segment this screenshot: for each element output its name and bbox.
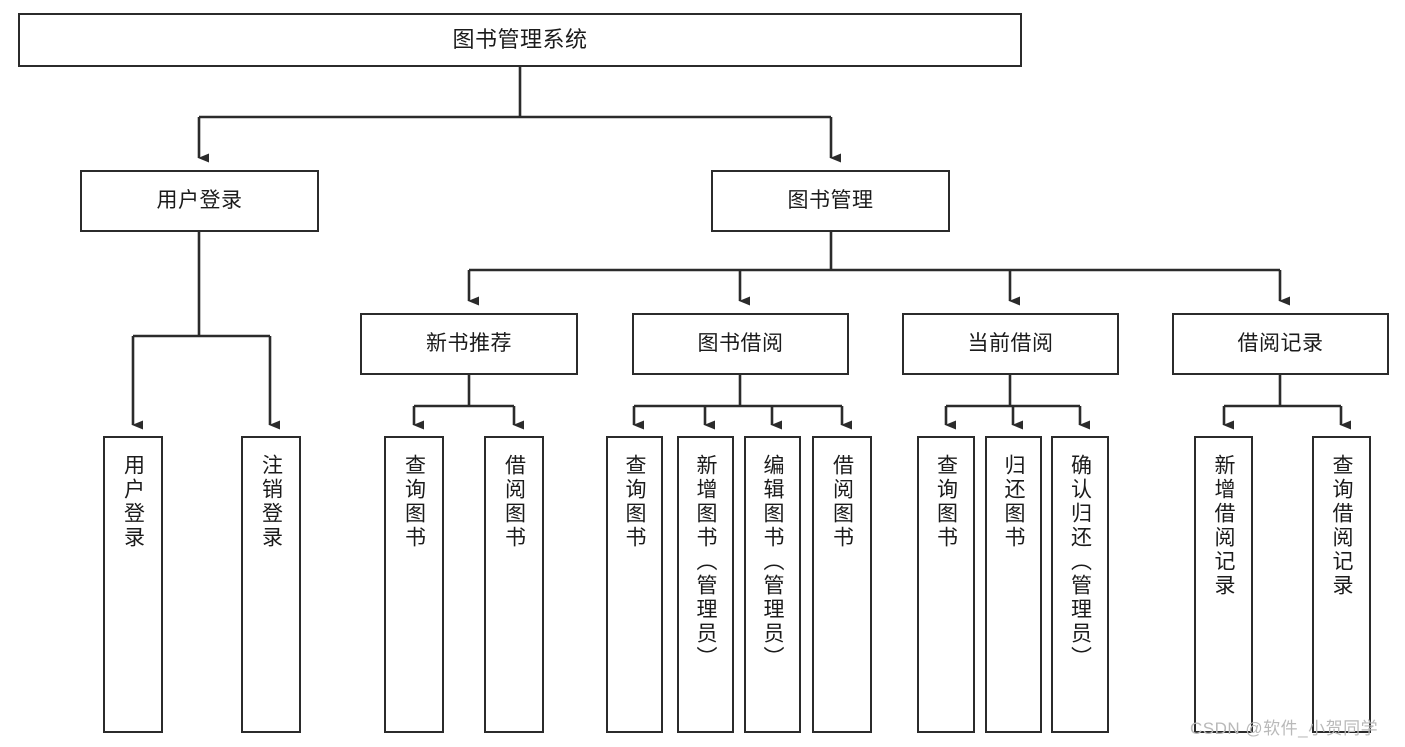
- node-label: 新增图书（管理员）: [694, 454, 717, 670]
- leaf-return-book[interactable]: 归还图书: [985, 436, 1042, 733]
- csdn-watermark: CSDN @软件_小贺同学: [1190, 719, 1379, 738]
- node-book-management[interactable]: 图书管理: [711, 170, 950, 232]
- node-current-borrow[interactable]: 当前借阅: [902, 313, 1119, 375]
- node-label: 注销登录: [259, 454, 283, 550]
- leaf-query-book-recommend[interactable]: 查询图书: [384, 436, 444, 733]
- leaf-query-borrow-record[interactable]: 查询借阅记录: [1312, 436, 1371, 733]
- node-root-book-management-system[interactable]: 图书管理系统: [18, 13, 1022, 67]
- node-label: 归还图书: [1002, 454, 1025, 550]
- leaf-query-book-current[interactable]: 查询图书: [917, 436, 975, 733]
- node-label: 查询借阅记录: [1330, 454, 1353, 598]
- node-label: 新书推荐: [426, 331, 512, 355]
- node-label: 编辑图书（管理员）: [761, 454, 784, 670]
- leaf-user-login[interactable]: 用户登录: [103, 436, 163, 733]
- leaf-borrow-book[interactable]: 借阅图书: [812, 436, 872, 733]
- node-label: 借阅图书: [502, 454, 526, 550]
- node-label: 查询图书: [623, 454, 646, 550]
- node-label: 用户登录: [156, 188, 243, 212]
- node-book-borrow[interactable]: 图书借阅: [632, 313, 849, 375]
- node-label: 借阅图书: [830, 454, 854, 550]
- node-label: 查询图书: [402, 454, 426, 550]
- node-user-login[interactable]: 用户登录: [80, 170, 319, 232]
- node-label: 借阅记录: [1237, 331, 1324, 355]
- leaf-add-book-admin[interactable]: 新增图书（管理员）: [677, 436, 734, 733]
- node-label: 当前借阅: [967, 331, 1054, 355]
- leaf-logout[interactable]: 注销登录: [241, 436, 301, 733]
- node-label: 确认归还（管理员）: [1068, 454, 1092, 670]
- leaf-confirm-return-admin[interactable]: 确认归还（管理员）: [1051, 436, 1109, 733]
- leaf-add-borrow-record[interactable]: 新增借阅记录: [1194, 436, 1253, 733]
- node-label: 用户登录: [121, 454, 145, 550]
- node-label: 查询图书: [934, 454, 958, 550]
- leaf-borrow-book-recommend[interactable]: 借阅图书: [484, 436, 544, 733]
- node-borrow-record[interactable]: 借阅记录: [1172, 313, 1389, 375]
- leaf-query-book-borrow[interactable]: 查询图书: [606, 436, 663, 733]
- node-new-book-recommend[interactable]: 新书推荐: [360, 313, 578, 375]
- node-label: 新增借阅记录: [1212, 454, 1235, 598]
- leaf-edit-book-admin[interactable]: 编辑图书（管理员）: [744, 436, 801, 733]
- node-label: 图书管理系统: [452, 27, 588, 53]
- node-label: 图书管理: [787, 188, 874, 212]
- node-label: 图书借阅: [697, 331, 784, 355]
